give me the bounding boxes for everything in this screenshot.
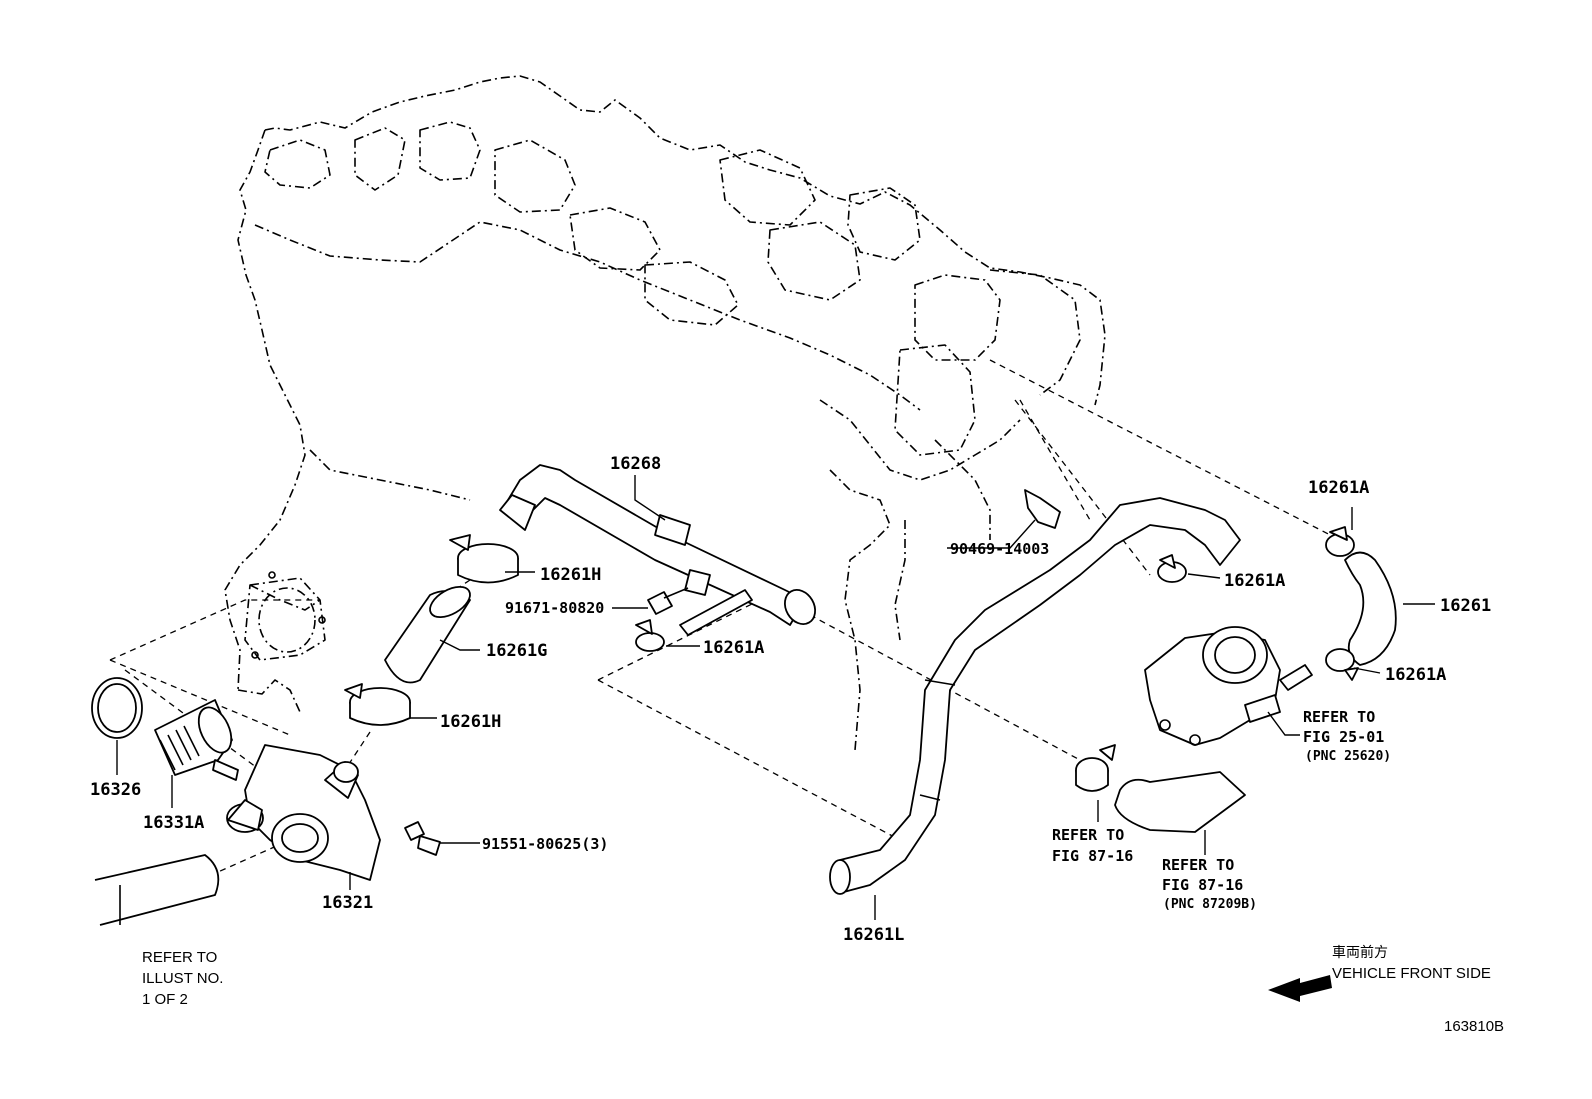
refer-fig87b-line1: REFER TO — [1162, 856, 1234, 874]
label-16268: 16268 — [610, 454, 661, 474]
label-16261H-lower: 16261H — [440, 712, 501, 732]
refer-fig25-line1: REFER TO — [1303, 708, 1375, 726]
label-16326: 16326 — [90, 780, 141, 800]
clip-90469 — [1024, 489, 1061, 529]
vehicle-front-arrow — [1268, 975, 1332, 1002]
gasket-16326 — [91, 677, 143, 739]
label-16321: 16321 — [322, 893, 373, 913]
direction-label-jp: 車両前方 — [1332, 944, 1388, 961]
label-16261A-pipe: 16261A — [703, 638, 764, 658]
hose-16261 — [1344, 551, 1397, 666]
clamp-refer-87-16 — [1075, 744, 1116, 792]
water-inlet-16321 — [226, 744, 381, 881]
label-16261L: 16261L — [843, 925, 904, 945]
clamp-16261A-upper-right — [1325, 526, 1355, 557]
label-90469-14003: 90469-14003 — [950, 540, 1049, 558]
label-16261G: 16261G — [486, 641, 547, 661]
bolt-91671 — [647, 587, 753, 636]
refer-fig25-line3: (PNC 25620) — [1305, 749, 1391, 764]
clamp-16261A-pipe — [635, 619, 665, 652]
label-16261A-hose-l: 16261A — [1224, 571, 1285, 591]
heater-hose-87209B — [1114, 771, 1246, 833]
refer-illust-line1: REFER TO — [142, 949, 217, 966]
refer-fig25-line2: FIG 25-01 — [1303, 728, 1384, 746]
refer-fig87b-line2: FIG 87-16 — [1162, 876, 1243, 894]
label-91551-80625: 91551-80625(3) — [482, 835, 608, 853]
engine-outline — [224, 75, 1106, 751]
thermostat-16331A — [154, 699, 239, 781]
bypass-pipe-16268 — [499, 464, 816, 626]
refer-illust-line3: 1 OF 2 — [142, 991, 188, 1008]
clamp-16261A-lower-right — [1325, 648, 1359, 681]
label-16331A: 16331A — [143, 813, 204, 833]
hose-16261G — [384, 585, 471, 684]
label-91671-80820: 91671-80820 — [505, 599, 604, 617]
refer-fig87a-line1: REFER TO — [1052, 826, 1124, 844]
clamp-16261H-upper — [449, 534, 519, 584]
clamp-16261A-hose-l — [1157, 554, 1187, 583]
leader-lines — [116, 475, 1435, 920]
block-flange — [244, 571, 326, 661]
bolt-91551 — [404, 821, 441, 856]
label-16261A-lower-right: 16261A — [1385, 665, 1446, 685]
direction-label-en: VEHICLE FRONT SIDE — [1332, 965, 1491, 982]
refer-fig87b-line3: (PNC 87209B) — [1163, 897, 1257, 912]
radiator-hose-lower — [94, 854, 220, 926]
clamp-16261H-lower — [344, 683, 411, 726]
refer-illust-line2: ILLUST NO. — [142, 970, 223, 987]
throttle-body — [1144, 626, 1313, 746]
label-16261: 16261 — [1440, 596, 1491, 616]
label-16261H-upper: 16261H — [540, 565, 601, 585]
label-16261A-upper-right: 16261A — [1308, 478, 1369, 498]
illustration-code: 163810B — [1444, 1018, 1504, 1035]
hose-16261L — [829, 497, 1241, 895]
refer-fig87a-line2: FIG 87-16 — [1052, 847, 1133, 865]
